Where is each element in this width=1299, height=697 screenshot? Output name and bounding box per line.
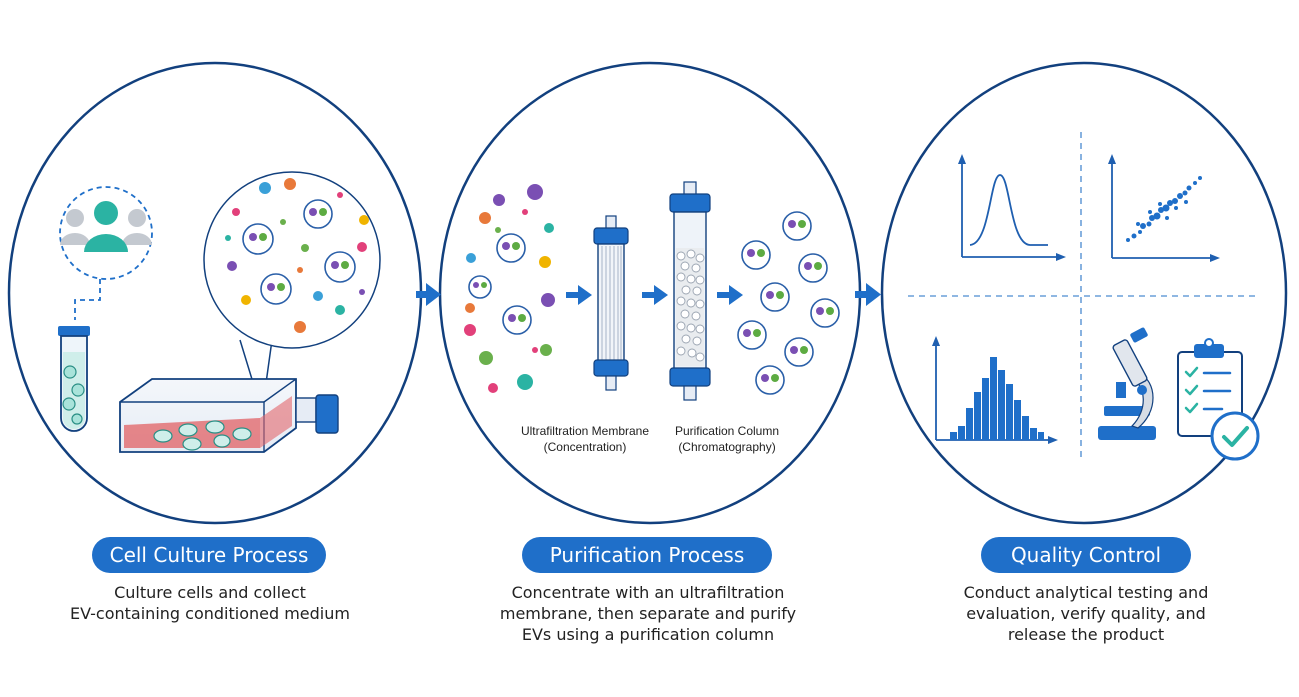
bell-curve-chart-icon [958, 154, 1066, 261]
people-icon [59, 186, 153, 280]
purified-evs [737, 211, 840, 395]
culture-flask-icon [119, 378, 339, 453]
arrow-icon [717, 285, 743, 305]
description-line: EV-containing conditioned medium [70, 604, 350, 623]
scatter-chart-icon [1108, 154, 1220, 262]
histogram-icon [932, 336, 1058, 444]
stage-title-purification: Purification Process [522, 537, 772, 573]
ev-zoom-bubble [203, 171, 381, 349]
description-line: Culture cells and collect [114, 583, 306, 602]
description-line: evaluation, verify quality, and [966, 604, 1206, 623]
description-line: Conduct analytical testing and [963, 583, 1209, 602]
description-line: release the product [1007, 625, 1165, 644]
microscope-icon [1098, 327, 1156, 440]
membrane-label-line1: Ultrafiltration Membrane [521, 424, 649, 438]
arrow-icon [416, 283, 441, 306]
membrane-label-line2: (Concentration) [544, 440, 627, 454]
chromatography-column-icon [669, 181, 711, 401]
column-label-line1: Purification Column [675, 424, 779, 438]
description-line: membrane, then separate and purify [499, 604, 797, 623]
arrow-icon [642, 285, 668, 305]
column-label-line2: (Chromatography) [678, 440, 775, 454]
arrow-icon [855, 283, 881, 306]
ev-mixture [464, 184, 555, 393]
stage-description-purification: Concentrate with an ultrafiltration memb… [450, 582, 846, 645]
stage-description-quality-control: Conduct analytical testing and evaluatio… [900, 582, 1272, 645]
stage-title-quality-control: Quality Control [981, 537, 1191, 573]
stage-title-cell-culture: Cell Culture Process [92, 537, 326, 573]
arrow-icon [566, 285, 592, 305]
stage-description-cell-culture: Culture cells and collect EV-containing … [20, 582, 400, 624]
ultrafiltration-membrane-icon [593, 215, 629, 391]
check-badge-icon [1210, 411, 1260, 461]
description-line: Concentrate with an ultrafiltration [511, 583, 785, 602]
description-line: EVs using a purification column [521, 625, 775, 644]
test-tube-icon [58, 326, 90, 432]
